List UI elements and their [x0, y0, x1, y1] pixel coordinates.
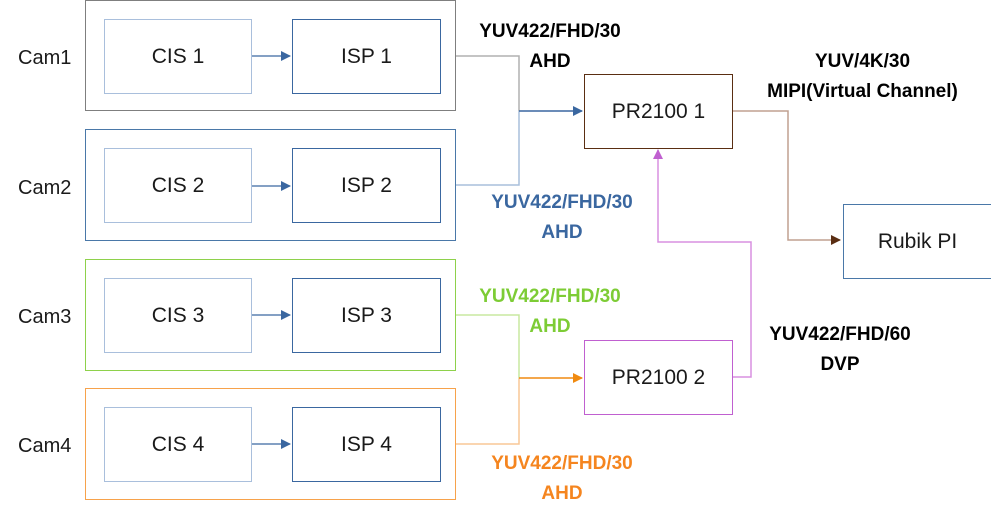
- cis4-box[interactable]: CIS 4: [104, 407, 252, 482]
- wire-cam1: [456, 55, 520, 111]
- cam2-frame: [85, 129, 456, 241]
- isp2-box[interactable]: ISP 2: [292, 148, 441, 223]
- link-label-mipi-line1: YUV/4K/30: [814, 51, 911, 72]
- link-label-cam3-line1: YUV422/FHD/30: [479, 286, 621, 307]
- isp4-box[interactable]: ISP 4: [292, 407, 441, 482]
- link-label-dvp-line2: DVP: [820, 354, 860, 375]
- cam4-frame: [85, 388, 456, 500]
- link-label-cam2: YUV422/FHD/30 AHD: [482, 188, 642, 248]
- link-label-cam3-line2: AHD: [529, 316, 571, 337]
- link-label-cam1: YUV422/FHD/30 AHD: [470, 17, 630, 77]
- cam3-label: Cam3: [18, 306, 72, 328]
- cam2-label: Cam2: [18, 177, 72, 199]
- isp3-box[interactable]: ISP 3: [292, 278, 441, 353]
- link-label-cam2-line1: YUV422/FHD/30: [491, 192, 633, 213]
- cis1-box[interactable]: CIS 1: [104, 19, 252, 94]
- link-label-dvp-line1: YUV422/FHD/60: [769, 324, 911, 345]
- pr2100-2-box[interactable]: PR2100 2: [584, 340, 733, 415]
- cam4-label: Cam4: [18, 435, 72, 457]
- rubik-pi-box[interactable]: Rubik PI: [843, 204, 991, 279]
- cis2-box[interactable]: CIS 2: [104, 148, 252, 223]
- wire-pr2-to-pr1: [653, 149, 752, 378]
- link-label-cam4: YUV422/FHD/30 AHD: [482, 449, 642, 509]
- cam3-frame: [85, 259, 456, 371]
- wire-cam2: [456, 111, 520, 186]
- wire-cam3: [456, 314, 520, 378]
- cam1-frame: [85, 0, 456, 111]
- cam1-label: Cam1: [18, 47, 72, 69]
- link-label-dvp: YUV422/FHD/60 DVP: [760, 320, 920, 380]
- link-label-cam4-line2: AHD: [541, 483, 583, 504]
- pr2100-1-box[interactable]: PR2100 1: [584, 74, 733, 149]
- wire-pr1-to-rubik: [732, 110, 841, 245]
- link-label-mipi-line2: MIPI(Virtual Channel): [767, 81, 958, 102]
- link-label-cam2-line2: AHD: [541, 222, 583, 243]
- link-label-cam4-line1: YUV422/FHD/30: [491, 453, 633, 474]
- isp1-box[interactable]: ISP 1: [292, 19, 441, 94]
- link-label-cam3: YUV422/FHD/30 AHD: [470, 282, 630, 342]
- wire-cam4: [456, 378, 520, 445]
- link-label-cam1-line2: AHD: [529, 51, 571, 72]
- link-label-cam1-line1: YUV422/FHD/30: [479, 21, 621, 42]
- cis3-box[interactable]: CIS 3: [104, 278, 252, 353]
- link-label-mipi: YUV/4K/30 MIPI(Virtual Channel): [745, 47, 980, 107]
